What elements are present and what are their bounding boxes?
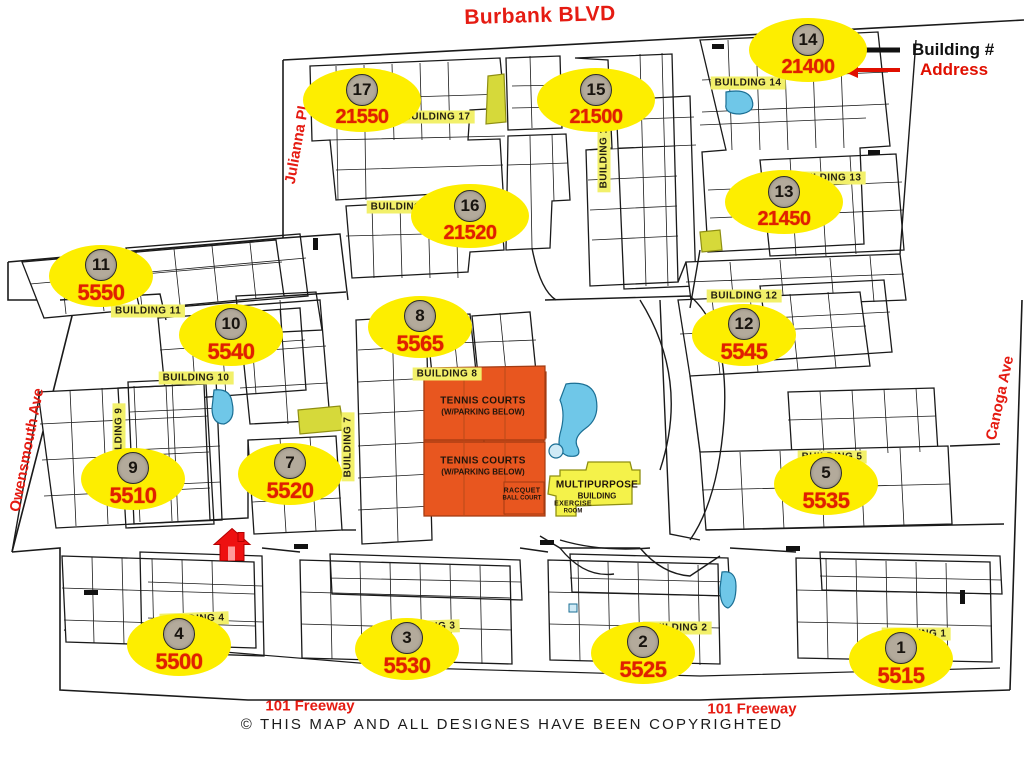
building-number-badge: 7 <box>274 446 306 479</box>
building-number-badge: 3 <box>391 621 423 654</box>
building-number-badge: 9 <box>117 451 149 484</box>
house-icon <box>212 527 252 561</box>
subject-property-marker[interactable] <box>212 525 252 570</box>
building-number-badge: 16 <box>454 189 486 222</box>
building-name-building-10: BUILDING 10 <box>158 371 234 385</box>
building-name-building-8: BUILDING 8 <box>412 367 482 381</box>
building-address: 5510 <box>109 482 157 508</box>
legend-building-number-label: Building # <box>912 40 995 59</box>
building-name-building-7: BUILDING 7 <box>341 412 355 482</box>
building-address: 21400 <box>781 55 835 78</box>
building-address: 21500 <box>569 105 623 128</box>
building-number-badge: 2 <box>627 625 659 658</box>
copyright-notice: © THIS MAP AND ALL DESIGNES HAVE BEEN CO… <box>240 716 784 733</box>
amenity-line-2: ROOM <box>563 508 583 515</box>
amenity-line-1: EXERCISE <box>554 500 592 508</box>
amenity-line-1: MULTIPURPOSE <box>555 479 639 491</box>
building-number-badge: 11 <box>85 248 117 281</box>
building-number-badge: 14 <box>792 23 824 56</box>
amenity-line-1: TENNIS COURTS <box>440 455 526 467</box>
building-number-badge: 8 <box>404 299 436 332</box>
amenity-label-tennis-courts-lower: TENNIS COURTS(W/PARKING BELOW) <box>440 456 526 477</box>
building-name-building-14: BUILDING 14 <box>710 76 786 90</box>
building-address: 21550 <box>335 105 389 128</box>
building-number-badge: 5 <box>810 456 842 489</box>
amenity-line-2: (W/PARKING BELOW) <box>441 407 525 417</box>
building-address: 5530 <box>383 652 431 678</box>
street-label-101-freeway: 101 Freeway <box>707 700 797 718</box>
building-number-badge: 15 <box>580 73 612 106</box>
building-name-building-11: BUILDING 11 <box>110 304 186 318</box>
building-number-badge: 12 <box>728 307 760 340</box>
building-name-building-17: BUILDING 17 <box>399 110 475 124</box>
street-label-101-freeway: 101 Freeway <box>265 697 355 715</box>
amenity-line-2: BUILDING <box>577 491 617 501</box>
amenity-line-2: (W/PARKING BELOW) <box>441 467 525 477</box>
building-address: 21520 <box>443 221 497 244</box>
building-address: 5525 <box>619 656 667 682</box>
building-address: 21450 <box>757 207 811 230</box>
building-address: 5520 <box>266 477 314 503</box>
building-number-badge: 10 <box>215 307 247 340</box>
building-number-badge: 1 <box>885 631 917 664</box>
building-number-badge: 17 <box>346 73 378 106</box>
building-name-building-12: BUILDING 12 <box>706 289 782 303</box>
building-address: 5565 <box>396 330 444 356</box>
legend-address-label: Address <box>920 60 989 79</box>
street-label-burbank-blvd: Burbank BLVD <box>464 2 616 29</box>
amenity-line-1: RACQUET <box>503 487 541 495</box>
building-address: 5550 <box>77 279 125 305</box>
building-address: 5545 <box>720 338 768 364</box>
amenity-line-1: TENNIS COURTS <box>440 395 526 407</box>
building-number-badge: 4 <box>163 617 195 650</box>
building-address: 5515 <box>877 662 925 688</box>
building-address: 5540 <box>207 338 255 364</box>
building-number-badge: 13 <box>768 175 800 208</box>
amenity-line-2: BALL COURT <box>502 495 542 502</box>
amenity-label-tennis-courts-upper: TENNIS COURTS(W/PARKING BELOW) <box>440 396 526 417</box>
building-address: 5500 <box>155 648 203 674</box>
building-address: 5535 <box>802 487 850 513</box>
